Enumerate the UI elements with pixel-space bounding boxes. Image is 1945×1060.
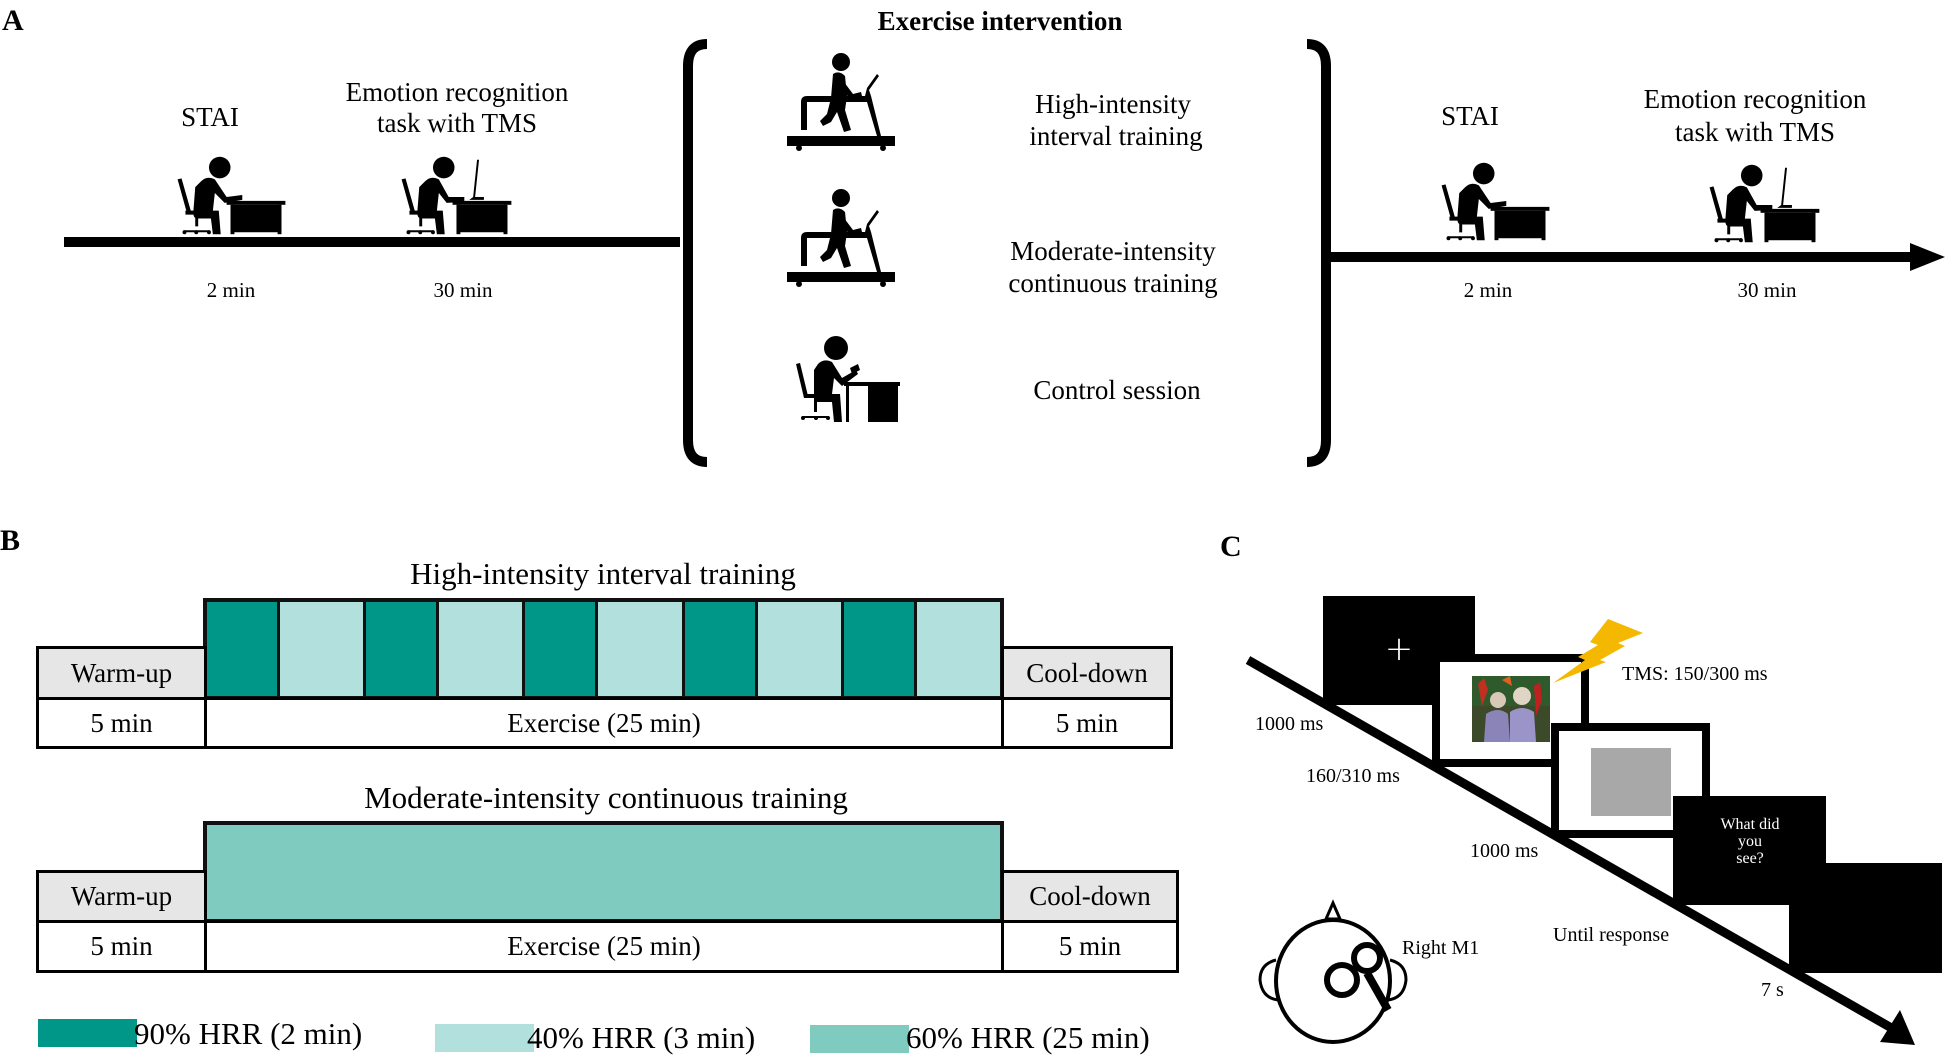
mict-title: Moderate-intensity continuous training — [364, 780, 848, 815]
pre-timeline-line — [64, 237, 680, 247]
fixation-cross: + — [1384, 629, 1414, 669]
question-prompt: What did you see? — [1712, 815, 1788, 867]
legend-label-40-hrr: 40% HRR (3 min) — [527, 1020, 756, 1055]
iti-duration-label: 7 s — [1761, 979, 1784, 1001]
mict-cooldown-box: Cool-down — [1001, 870, 1179, 923]
mict-cooldown-duration: 5 min — [1001, 920, 1179, 973]
post-task-label-line2: task with TMS — [1674, 117, 1836, 147]
mict-continuous-bar — [203, 821, 1004, 923]
hiit-interval-segment-high — [366, 602, 440, 696]
control-condition-label: Control session — [1033, 375, 1201, 405]
mask-screen — [1551, 723, 1710, 838]
response-duration-label: Until response — [1553, 924, 1670, 946]
mict-condition-line2: continuous training — [1008, 268, 1218, 298]
panel-c-label: C — [1220, 530, 1242, 563]
blank-iti-screen — [1789, 863, 1942, 973]
hiit-condition-line1: High-intensity — [1035, 89, 1191, 119]
question-screen: What did you see? — [1673, 796, 1826, 905]
mict-exercise-duration: Exercise (25 min) — [204, 920, 1004, 973]
trial-timeline-arrowhead-icon — [1880, 1010, 1915, 1045]
emotional-face-photo — [1472, 676, 1550, 742]
hiit-interval-segment-high — [525, 602, 599, 696]
mask-duration-label: 1000 ms — [1470, 840, 1539, 862]
post-task-label-line1: Emotion recognition — [1643, 84, 1867, 114]
hiit-interval-segment-high — [207, 602, 280, 696]
legend-swatch-90-hrr — [38, 1019, 137, 1047]
hiit-interval-segment-low — [916, 602, 1001, 696]
stimulus-duration-label: 160/310 ms — [1306, 765, 1400, 787]
tms-lightning-icon — [1553, 619, 1643, 683]
head-coil-icon — [1258, 899, 1408, 1044]
hiit-interval-segment-low — [279, 602, 367, 696]
mict-warmup-box: Warm-up — [36, 870, 207, 923]
hiit-interval-segment-low — [439, 602, 526, 696]
hiit-interval-segment-low — [757, 602, 844, 696]
pre-stai-duration: 2 min — [206, 278, 256, 302]
pre-task-label-line1: Emotion recognition — [345, 77, 569, 107]
hiit-interval-bar — [203, 598, 1004, 700]
panel-a-label: A — [2, 4, 24, 37]
legend-swatch-40-hrr — [435, 1024, 534, 1052]
post-task-duration: 30 min — [1737, 278, 1797, 302]
hiit-cooldown-box: Cool-down — [1001, 646, 1173, 700]
pre-task-duration: 30 min — [433, 278, 493, 302]
timeline-arrowhead-icon — [1910, 243, 1945, 271]
post-stai-label: STAI — [1441, 101, 1499, 131]
trial-timeline-arrow-line — [1245, 656, 1898, 1034]
mict-condition-line1: Moderate-intensity — [1010, 236, 1216, 266]
left-bracket — [683, 39, 708, 467]
legend-label-60-hrr: 60% HRR (25 min) — [906, 1020, 1150, 1055]
hiit-exercise-duration: Exercise (25 min) — [204, 697, 1004, 749]
hiit-cooldown-duration: 5 min — [1001, 697, 1173, 749]
legend-label-90-hrr: 90% HRR (2 min) — [134, 1016, 363, 1051]
hiit-interval-segment-low — [598, 602, 685, 696]
hiit-interval-segment-high — [684, 602, 758, 696]
intervention-title: Exercise intervention — [877, 6, 1123, 36]
pre-stai-label: STAI — [181, 102, 239, 132]
noise-mask-patch — [1591, 748, 1671, 816]
hiit-condition-line2: interval training — [1029, 121, 1203, 151]
fixation-duration-label: 1000 ms — [1255, 713, 1324, 735]
question-line1: What did you — [1720, 815, 1780, 850]
pre-task-label-line2: task with TMS — [376, 108, 538, 138]
target-region-label: Right M1 — [1402, 937, 1480, 959]
legend-swatch-60-hrr — [810, 1025, 909, 1053]
tms-timing-label: TMS: 150/300 ms — [1622, 663, 1768, 685]
hiit-warmup-duration: 5 min — [36, 697, 207, 749]
post-stai-duration: 2 min — [1463, 278, 1513, 302]
panel-b-label: B — [0, 524, 21, 557]
hiit-interval-segment-high — [843, 602, 917, 696]
post-timeline-line — [1330, 252, 1912, 262]
question-line2: see? — [1736, 849, 1764, 867]
right-bracket — [1306, 39, 1331, 467]
hiit-title: High-intensity interval training — [410, 556, 796, 591]
